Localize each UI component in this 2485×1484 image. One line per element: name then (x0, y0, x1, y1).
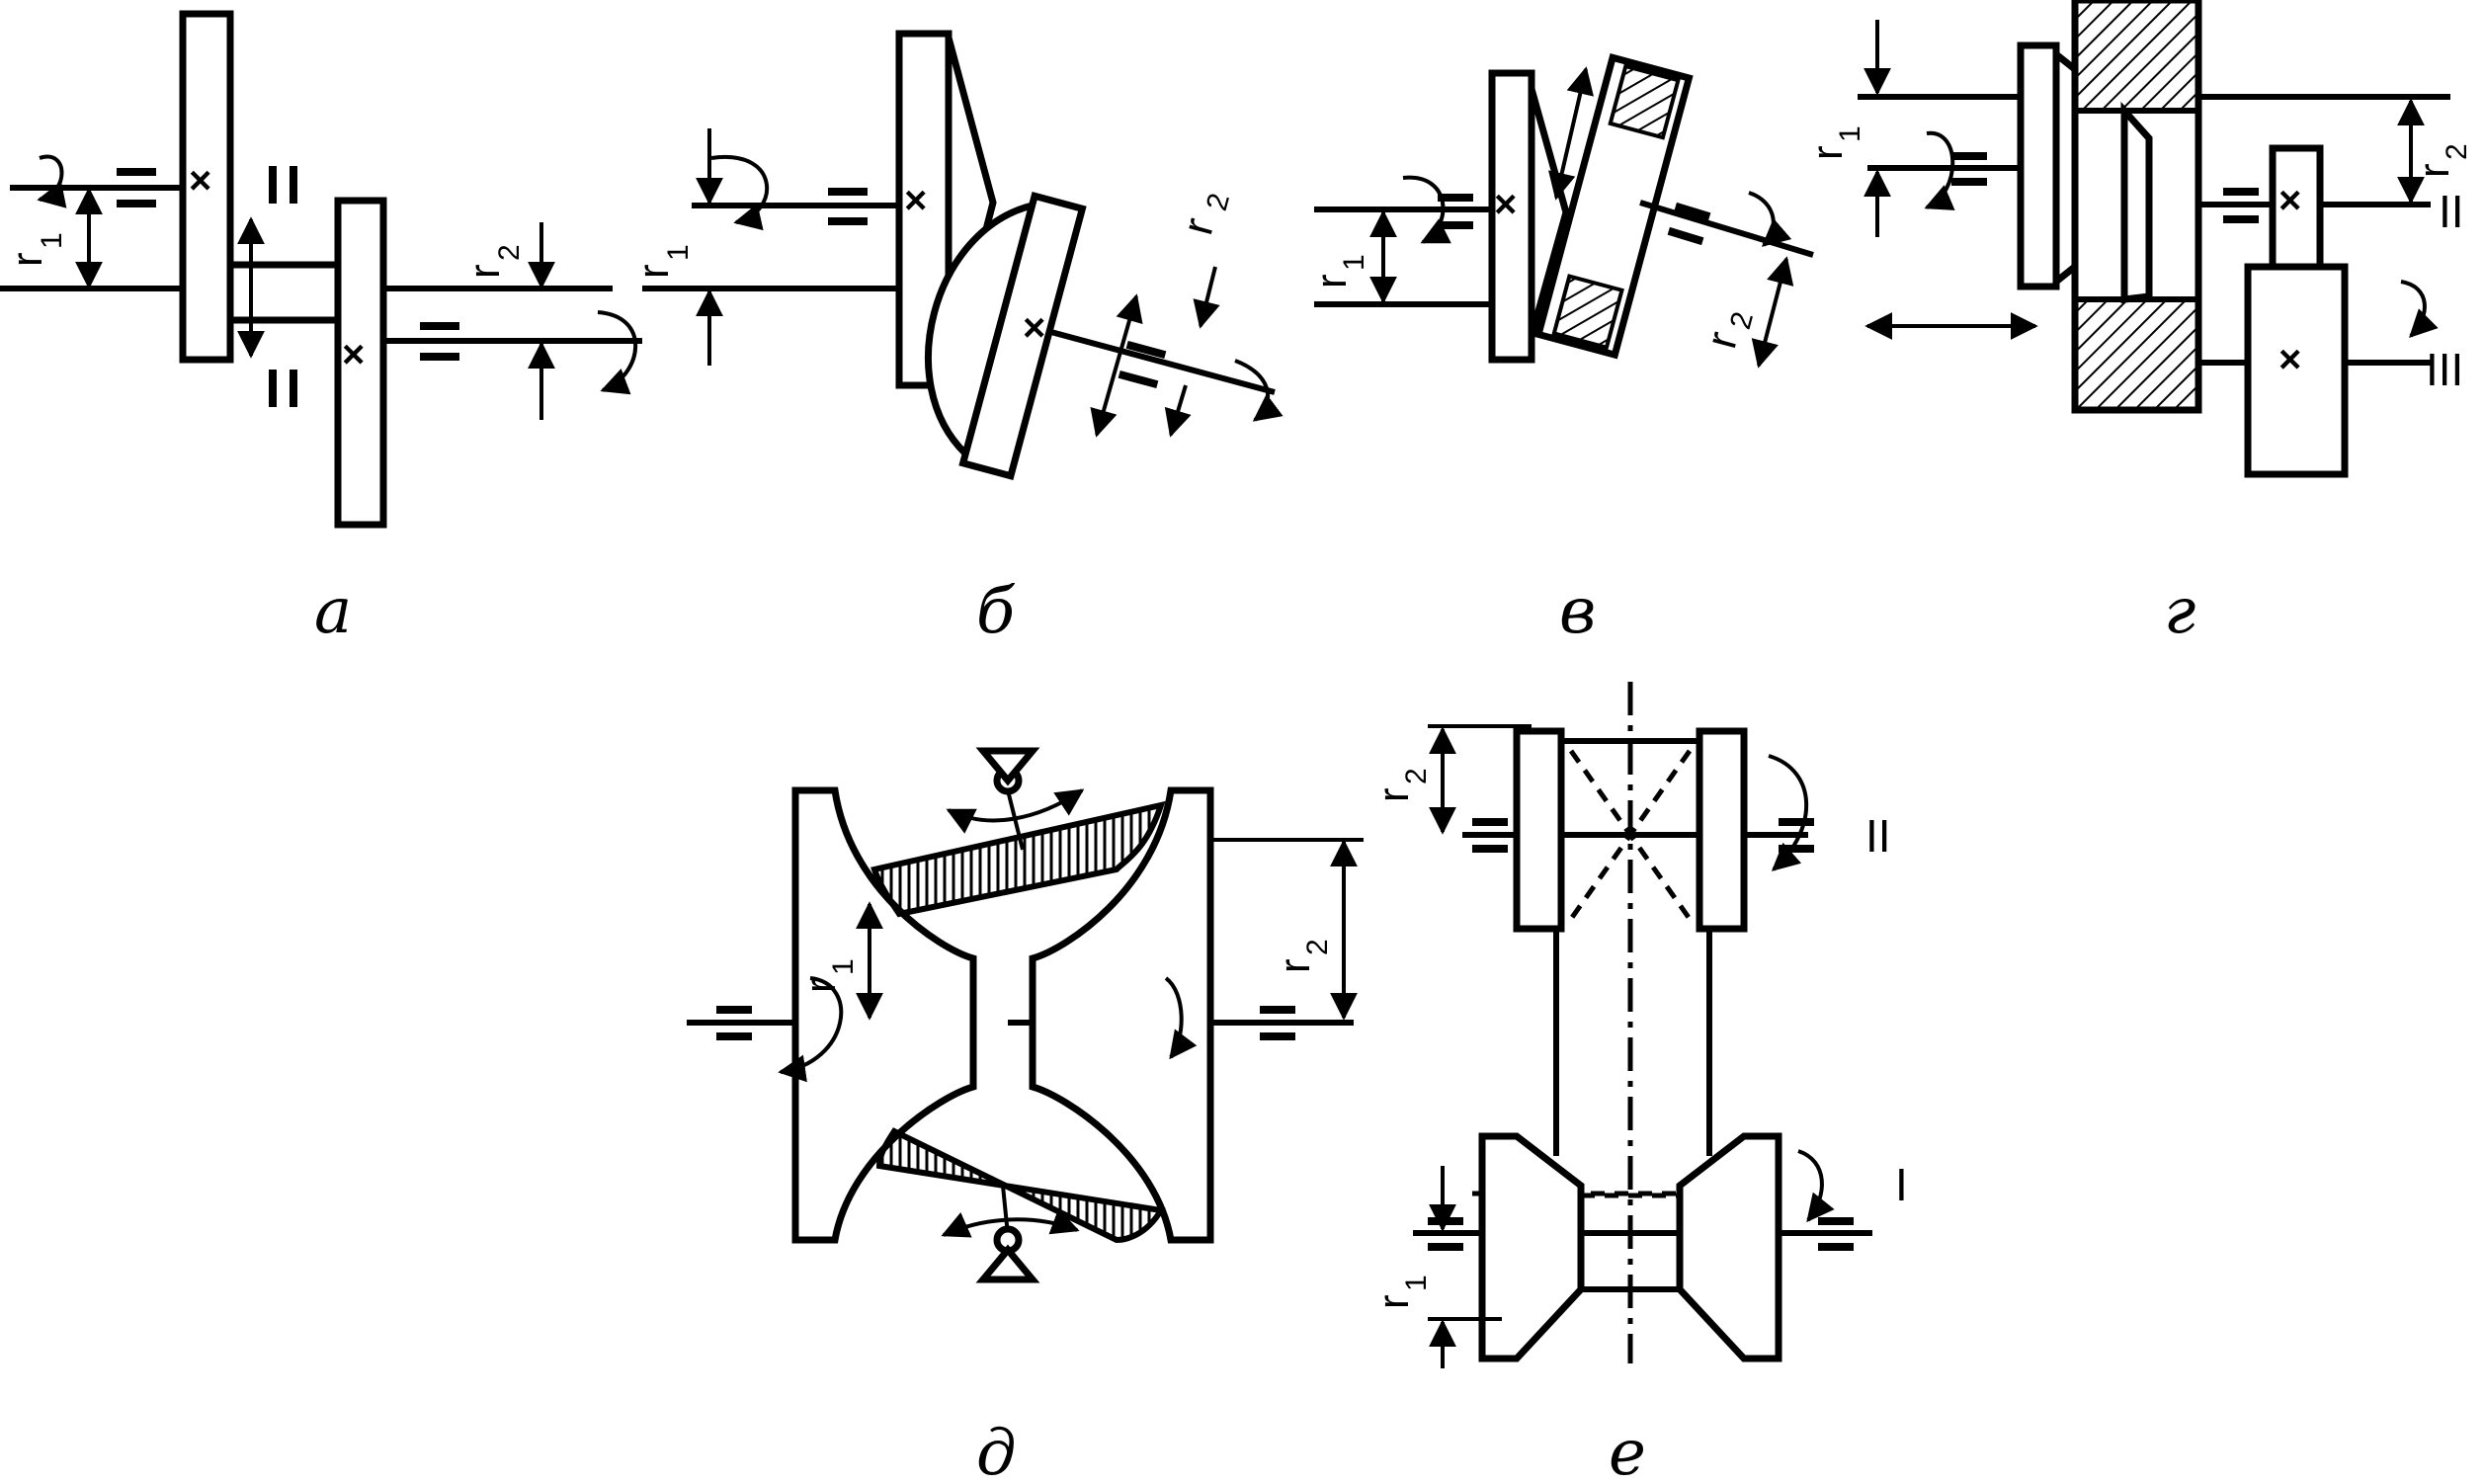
scheme-v: × r 1 r 2 в (1307, 53, 1814, 648)
radius-index: 1 (662, 244, 695, 261)
shaft-label: II (2439, 186, 2464, 237)
radius-label: r (1271, 958, 1319, 973)
caption-a: а (314, 575, 352, 648)
scheme-a: × × r 1 r 2 а (0, 10, 642, 648)
axis-mark: × (2278, 338, 2301, 381)
radius-label: r (796, 978, 845, 993)
radius-index: 1 (1834, 125, 1866, 142)
radius-label: r (1369, 1294, 1418, 1309)
scheme-d: r 1 r 2 д (687, 747, 1364, 1484)
radius-index: 1 (827, 958, 860, 975)
radius-index: 1 (1400, 1275, 1433, 1291)
radius-label: r (3, 252, 51, 267)
radius-index: 2 (1724, 308, 1760, 333)
axis-mark: × (1023, 306, 1045, 350)
scheme-g: × × r 1 r 2 II III г (1803, 0, 2473, 648)
radius-label: r (2410, 163, 2458, 178)
radius-label: r (629, 264, 678, 279)
axis-mark: × (2278, 179, 2301, 222)
shaft-label: III (2426, 344, 2463, 395)
radius-index: 2 (1301, 939, 1334, 955)
radius-index: 2 (1201, 190, 1236, 214)
radius-label: r (1369, 787, 1418, 802)
radius-label: r (1307, 274, 1356, 289)
axis-mark: × (342, 333, 365, 376)
radius-index: 2 (1400, 768, 1433, 784)
caption-d: д (976, 1417, 1017, 1484)
caption-e: е (1609, 1417, 1646, 1484)
shaft-label: I (1895, 1159, 1908, 1210)
axis-mark: × (1494, 183, 1517, 226)
axis-mark: × (904, 179, 927, 222)
caption-b: б (976, 575, 1016, 648)
axis-mark: × (189, 159, 211, 203)
scheme-e: r 2 r 1 II I е (1369, 682, 1908, 1484)
radius-label: r (1173, 213, 1223, 240)
shaft-label: II (1865, 810, 1891, 862)
radius-index: 2 (493, 244, 526, 261)
radius-label: r (460, 264, 509, 279)
radius-index: 1 (1338, 254, 1370, 271)
radius-index: 1 (36, 232, 68, 249)
radius-label: r (1803, 145, 1852, 160)
radius-index: 2 (2441, 143, 2473, 160)
caption-v: в (1559, 575, 1596, 648)
radius-label: r (1697, 327, 1747, 354)
caption-g: г (2164, 575, 2195, 648)
scheme-b: × × r 2 r 1 б (629, 30, 1284, 648)
